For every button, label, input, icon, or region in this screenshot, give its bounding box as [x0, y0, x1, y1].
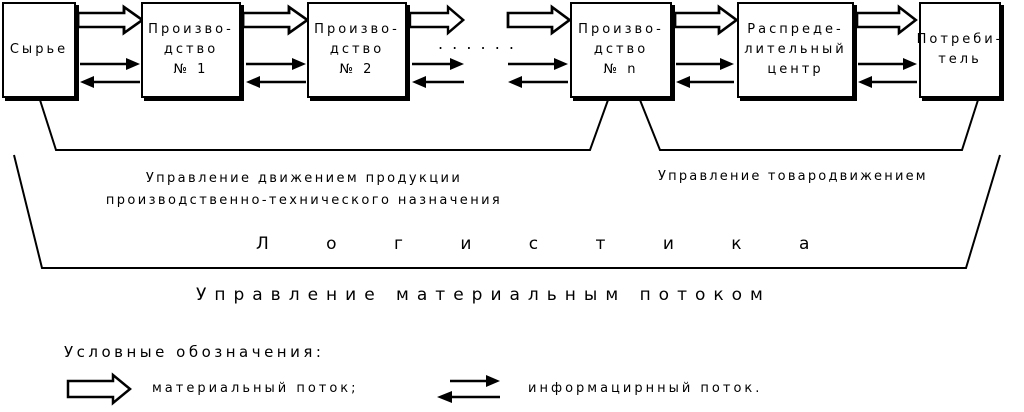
node-dist-line-1: Распреде- — [747, 22, 844, 37]
bracket-distribution — [639, 99, 979, 151]
node-distribution-center: Распреде- лительный центр — [737, 2, 854, 98]
label-production-line-2: производственно-технического назначения — [105, 193, 503, 208]
material-flow-arrow-5 — [673, 5, 738, 35]
bracket-logistics — [13, 154, 1001, 269]
node-consumer: Потреби- тель — [916, 2, 1004, 98]
node-raw-line-1: Сырье — [9, 42, 69, 57]
legend-material-flow-icon — [66, 372, 132, 406]
bracket-production — [39, 99, 609, 151]
node-dist-line-2: лительный — [744, 42, 847, 57]
material-flow-arrow-4 — [506, 5, 571, 35]
node-raw-materials: Сырье — [2, 2, 76, 98]
node-production-n: Произво- дство № n — [570, 2, 672, 98]
ellipsis-dots: . . . . . . — [438, 34, 516, 53]
info-flow-arrows-2 — [246, 58, 306, 88]
material-flow-arrow-2 — [241, 5, 309, 35]
node-prodn-line-3: № n — [603, 62, 639, 77]
node-prod2-line-2: дство — [329, 42, 385, 57]
node-production-1: Произво- дство № 1 — [141, 2, 241, 98]
node-prod1-line-2: дство — [163, 42, 219, 57]
node-production-2: Произво- дство № 2 — [307, 2, 407, 98]
info-flow-arrows-6 — [858, 58, 917, 88]
legend-info-flow-icon — [437, 375, 500, 403]
label-material-flow-management: Управление материальным потоком — [196, 285, 771, 305]
node-dist-line-3: центр — [767, 62, 824, 77]
legend-info-flow-text: информацирнный поток. — [528, 381, 763, 396]
node-consumer-line-2: тель — [938, 52, 982, 67]
info-flow-arrows-1 — [80, 58, 140, 88]
legend-material-flow-text: материальный поток; — [152, 381, 359, 396]
info-flow-arrows-3 — [412, 58, 464, 88]
node-prod2-line-1: Произво- — [314, 22, 400, 37]
node-prod2-line-3: № 2 — [339, 62, 375, 77]
label-production-management: Управление движением продукции производс… — [94, 168, 514, 212]
info-flow-arrows-4 — [508, 58, 568, 88]
label-distribution-management: Управление товародвижением — [658, 169, 928, 184]
material-flow-arrow-1 — [76, 5, 144, 35]
material-flow-arrow-6 — [855, 5, 918, 35]
node-prodn-line-2: дство — [593, 42, 649, 57]
legend-title: Условные обозначения: — [64, 343, 325, 361]
node-consumer-line-1: Потреби- — [916, 32, 1004, 47]
node-prodn-line-1: Произво- — [578, 22, 664, 37]
material-flow-arrow-3 — [408, 5, 465, 35]
node-prod1-line-3: № 1 — [173, 62, 209, 77]
info-flow-arrows-5 — [676, 58, 734, 88]
label-logistics: Л о г и с т и к а — [256, 234, 836, 254]
label-production-line-1: Управление движением продукции — [145, 171, 463, 186]
node-prod1-line-1: Произво- — [148, 22, 234, 37]
